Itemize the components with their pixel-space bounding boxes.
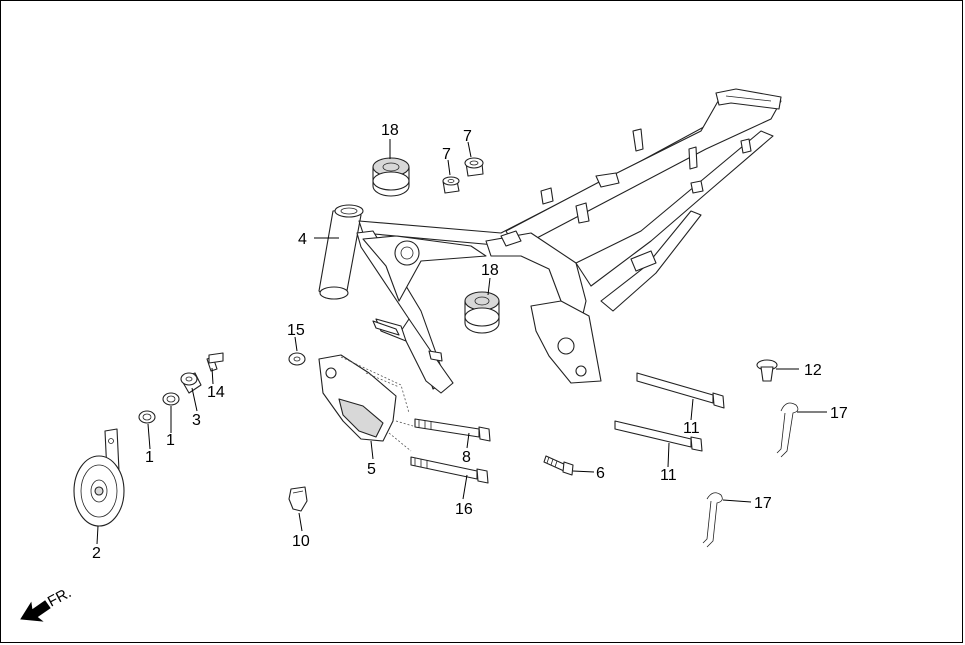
washer-1a (138, 410, 156, 424)
callout-7-right: 7 (463, 128, 472, 145)
callout-18-lower: 18 (481, 262, 499, 279)
callout-1-right: 1 (166, 432, 175, 449)
callout-7-left: 7 (442, 146, 451, 163)
nut-7b (464, 157, 484, 177)
spring-clip-17a (776, 402, 799, 458)
callout-1-left: 1 (145, 449, 154, 466)
callout-8: 8 (462, 449, 471, 466)
callout-12: 12 (804, 362, 822, 379)
engine-bracket (318, 354, 414, 452)
callout-11-upper: 11 (683, 420, 700, 437)
collar-3 (180, 372, 202, 394)
callout-4: 4 (298, 231, 307, 248)
leader-lines (96, 139, 827, 545)
callout-17-lower: 17 (754, 495, 772, 512)
spring-clip-17b (702, 492, 723, 548)
nut-7a (442, 176, 460, 194)
bolt-11a (636, 372, 725, 409)
screw-14 (206, 352, 224, 372)
rubber-mount-lower (464, 291, 500, 334)
callout-6: 6 (596, 465, 605, 482)
callout-11-lower: 11 (660, 467, 677, 484)
frame-assembly (318, 88, 782, 394)
callout-2: 2 (92, 545, 101, 562)
nut-15 (288, 352, 306, 366)
horn-assembly (73, 428, 125, 527)
washer-1b (162, 392, 180, 406)
rubber-mount-upper (372, 157, 410, 197)
callout-10: 10 (292, 533, 310, 550)
bolt-6 (543, 455, 574, 476)
bolt-11b (614, 420, 703, 452)
callout-15: 15 (287, 322, 305, 339)
callout-16: 16 (455, 501, 473, 518)
grommet-12 (756, 359, 778, 382)
callout-18-upper: 18 (381, 122, 399, 139)
callouts: 18 7 7 4 18 15 14 3 1 1 2 10 5 8 16 6 11… (92, 122, 848, 562)
callout-3: 3 (192, 412, 201, 429)
bolt-16 (410, 456, 489, 484)
bolt-8 (414, 418, 491, 442)
callout-5: 5 (367, 461, 376, 478)
front-direction-indicator: FR. (20, 584, 74, 622)
callout-17-upper: 17 (830, 405, 848, 422)
callout-14: 14 (207, 384, 225, 401)
front-arrow-icon (20, 600, 51, 622)
clip-10 (288, 486, 308, 512)
